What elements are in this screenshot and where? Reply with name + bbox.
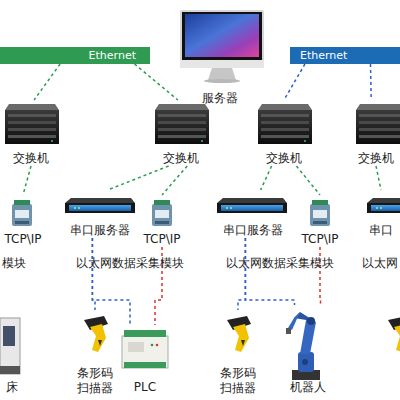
machine-tool-illustration xyxy=(0,318,20,374)
device-label: 服务器 xyxy=(202,91,238,106)
io-module-illustration xyxy=(152,200,172,226)
module-caption: 模块 xyxy=(2,256,26,271)
device-label: TCP\IP xyxy=(4,232,41,247)
switch: 交换机 xyxy=(253,100,315,166)
serial-server: 串口服务器 xyxy=(62,190,138,238)
dashed-link xyxy=(284,64,305,100)
device-label: 交换机 xyxy=(163,151,199,166)
dashed-link xyxy=(23,166,31,195)
dashed-link xyxy=(245,238,294,305)
module-caption: 以太网 xyxy=(362,256,398,271)
device-label: PLC xyxy=(134,380,156,395)
dashed-link xyxy=(135,64,178,100)
dashed-link xyxy=(296,166,320,195)
device-label: 条形码 扫描器 xyxy=(75,366,115,396)
switch-illustration xyxy=(258,104,312,144)
network-band: Ethernet xyxy=(0,47,150,64)
dashed-link xyxy=(376,166,381,190)
dashed-link xyxy=(108,166,169,190)
serial-server-illustration xyxy=(217,198,287,213)
dashed-link xyxy=(319,247,321,305)
module-caption: 以太网数据采集模块 xyxy=(76,256,184,271)
device-label: 串口 xyxy=(369,223,393,238)
server-illustration xyxy=(180,10,264,83)
switch-illustration xyxy=(155,104,209,144)
device-label: 条形码 扫描器 xyxy=(218,366,258,396)
robot: 机器人 xyxy=(275,305,340,395)
device-label: 交换机 xyxy=(358,151,394,166)
serial-server: 串口 xyxy=(362,190,400,238)
dashed-link xyxy=(92,238,130,325)
serial-server-illustration xyxy=(367,198,400,213)
dashed-link xyxy=(370,64,372,100)
dashed-link xyxy=(238,238,245,310)
device-label: TCP\IP xyxy=(143,232,180,247)
switch: 交换机 xyxy=(0,100,62,166)
serial-server: 串口服务器 xyxy=(215,190,291,238)
serial-server-illustration xyxy=(65,198,135,213)
io-module-illustration xyxy=(12,200,32,226)
io-module: TCP\IP xyxy=(142,195,182,247)
machine-tool: 床 xyxy=(0,305,24,395)
dashed-link xyxy=(34,64,60,100)
band-label: Ethernet xyxy=(300,49,347,63)
device-label: 床 xyxy=(6,380,18,395)
io-module-illustration xyxy=(310,200,330,226)
device-label: TCP\IP xyxy=(301,232,338,247)
dashed-link xyxy=(162,166,187,195)
plc-illustration xyxy=(122,330,168,368)
switch: 交换机 xyxy=(150,100,212,166)
io-module: TCP\IP xyxy=(0,195,46,247)
robot-illustration xyxy=(286,312,320,380)
switch-illustration xyxy=(356,104,400,144)
barcode-scanner: 条形码 扫描器 xyxy=(213,310,263,396)
device-label: 机器人 xyxy=(290,380,326,395)
device-label: 交换机 xyxy=(13,151,49,166)
server: 服务器 xyxy=(175,6,265,106)
dashed-link xyxy=(261,166,272,190)
switch: 交换机 xyxy=(352,100,400,166)
scanner-illustration xyxy=(388,316,400,352)
band-label: Ethernet xyxy=(89,49,136,63)
device-label: 串口服务器 xyxy=(70,223,130,238)
network-band: Ethernet xyxy=(290,47,400,64)
scanner-illustration xyxy=(227,316,251,352)
plc: PLC xyxy=(120,325,170,395)
dashed-link xyxy=(92,238,95,310)
switch-illustration xyxy=(5,104,59,144)
module-caption: 以太网数据采集模块 xyxy=(226,256,334,271)
device-label: 串口服务器 xyxy=(223,223,283,238)
io-module: TCP\IP xyxy=(298,195,342,247)
barcode-scanner: 条形码 扫描器 xyxy=(70,310,120,396)
device-label: 交换机 xyxy=(266,151,302,166)
scanner-illustration xyxy=(84,316,108,352)
